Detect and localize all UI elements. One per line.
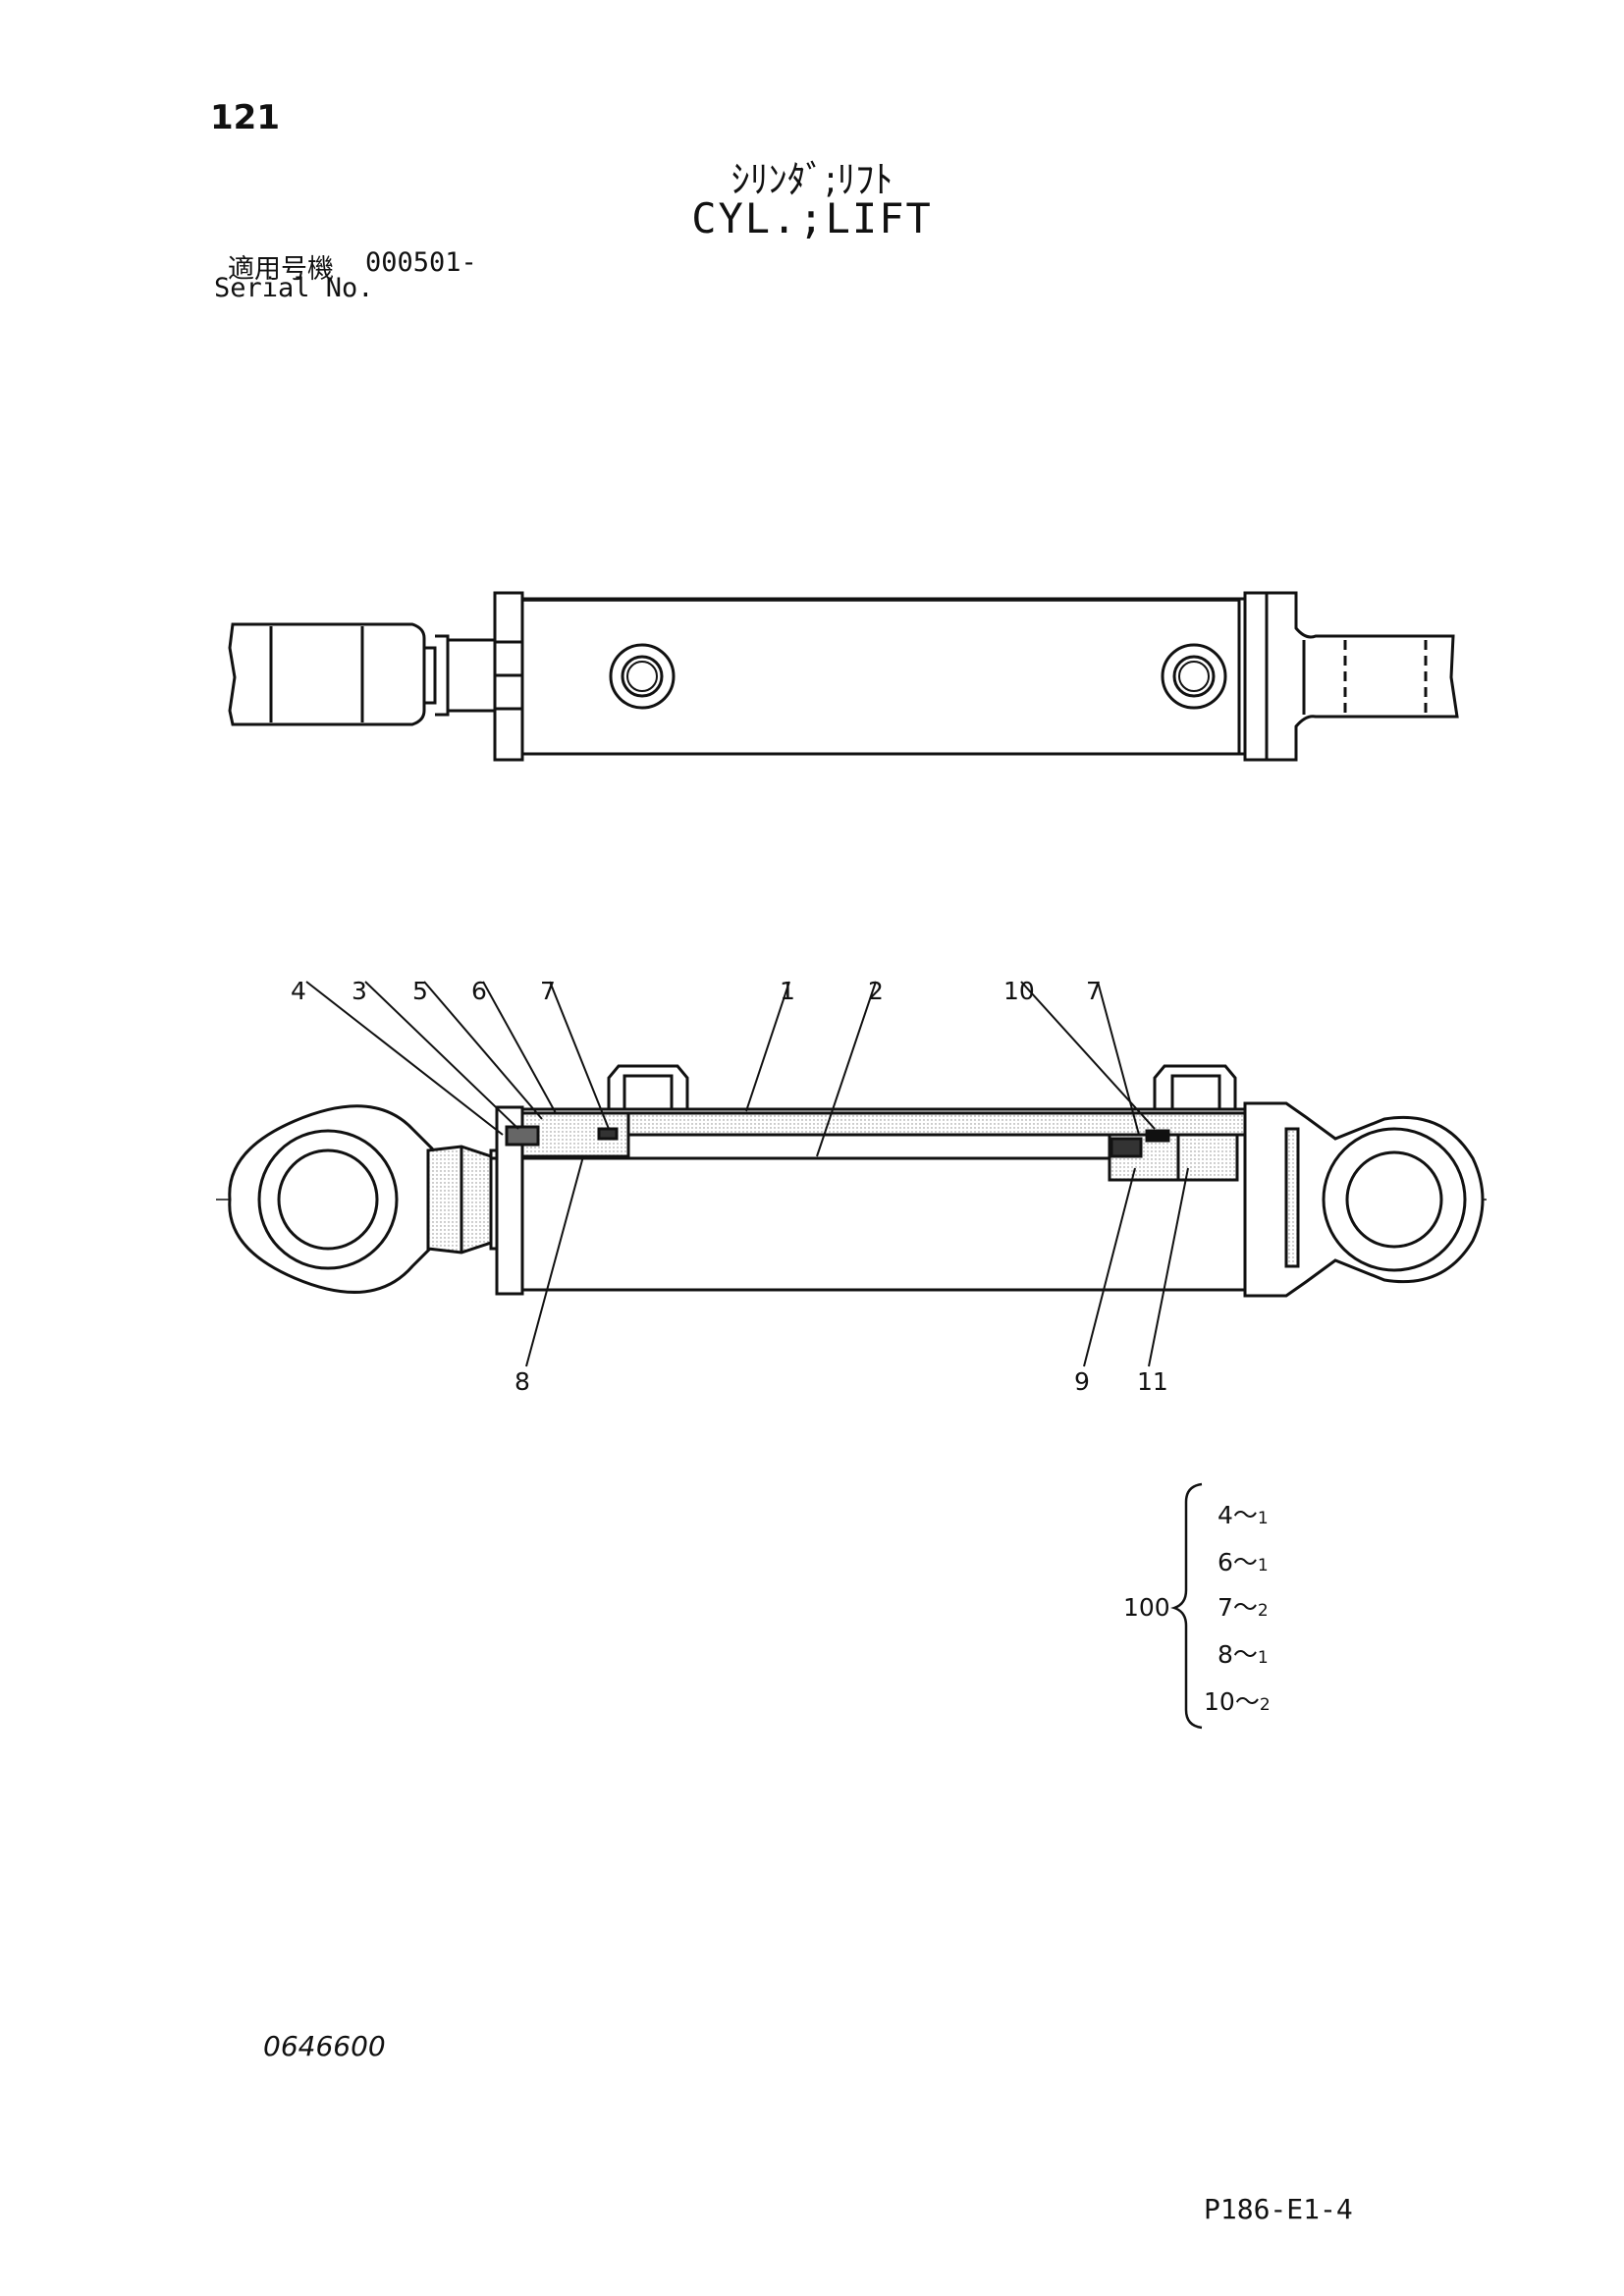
callout-leaders xyxy=(305,981,1189,1367)
callout-9: 9 xyxy=(1074,1367,1090,1396)
serial-range: 000501- xyxy=(365,247,477,278)
callout-7-left: 7 xyxy=(540,977,556,1005)
kit-qty: 2 xyxy=(1258,1601,1269,1621)
external-view xyxy=(228,591,1459,762)
kit-item: 7〜2 xyxy=(1218,1593,1269,1622)
callout-5: 5 xyxy=(412,977,428,1005)
kit-number: 100 xyxy=(1123,1593,1170,1622)
callout-numbers: 4 3 5 6 7 1 2 10 7 8 9 11 xyxy=(291,977,1168,1396)
kit-part: 8 xyxy=(1218,1640,1233,1669)
kit-sep: 〜 xyxy=(1233,1593,1258,1622)
callout-1: 1 xyxy=(780,977,795,1005)
kit-part: 10 xyxy=(1204,1687,1235,1716)
page-number: 121 xyxy=(210,98,280,137)
callout-3: 3 xyxy=(352,977,367,1005)
kit-sep: 〜 xyxy=(1235,1687,1260,1716)
kit-item: 10〜2 xyxy=(1204,1687,1271,1716)
callout-4: 4 xyxy=(291,977,306,1005)
seal-kit: 100 4〜1 6〜1 7〜2 8〜1 10〜2 xyxy=(1123,1482,1271,1730)
callout-8: 8 xyxy=(514,1367,530,1396)
callout-7-right: 7 xyxy=(1086,977,1102,1005)
kit-qty: 2 xyxy=(1260,1695,1271,1715)
page-code: P186-E1-4 xyxy=(1204,2193,1353,2225)
title-japanese: ｼﾘﾝﾀﾞ;ﾘﾌﾄ xyxy=(731,158,893,201)
drawing-number: 0646600 xyxy=(263,2030,386,2062)
kit-sep: 〜 xyxy=(1233,1640,1258,1669)
callout-6: 6 xyxy=(471,977,487,1005)
kit-qty: 1 xyxy=(1258,1509,1269,1528)
serial-label-japanese: 適用号機 xyxy=(228,254,334,285)
kit-item: 4〜1 xyxy=(1218,1501,1269,1529)
kit-qty: 1 xyxy=(1258,1556,1269,1575)
callout-11: 11 xyxy=(1137,1367,1168,1396)
callout-2: 2 xyxy=(868,977,884,1005)
kit-part: 7 xyxy=(1218,1593,1233,1622)
kit-qty: 1 xyxy=(1258,1648,1269,1668)
kit-sep: 〜 xyxy=(1233,1548,1258,1576)
kit-item: 6〜1 xyxy=(1218,1548,1269,1576)
kit-part: 4 xyxy=(1218,1501,1233,1529)
kit-item: 8〜1 xyxy=(1218,1640,1269,1669)
serial-label-english: Serial No. xyxy=(214,273,374,303)
kit-sep: 〜 xyxy=(1233,1501,1258,1529)
sectional-view xyxy=(216,1064,1492,1298)
title-english: CYL.;LIFT xyxy=(691,194,933,242)
callout-10: 10 xyxy=(1003,977,1035,1005)
kit-part: 6 xyxy=(1218,1548,1233,1576)
